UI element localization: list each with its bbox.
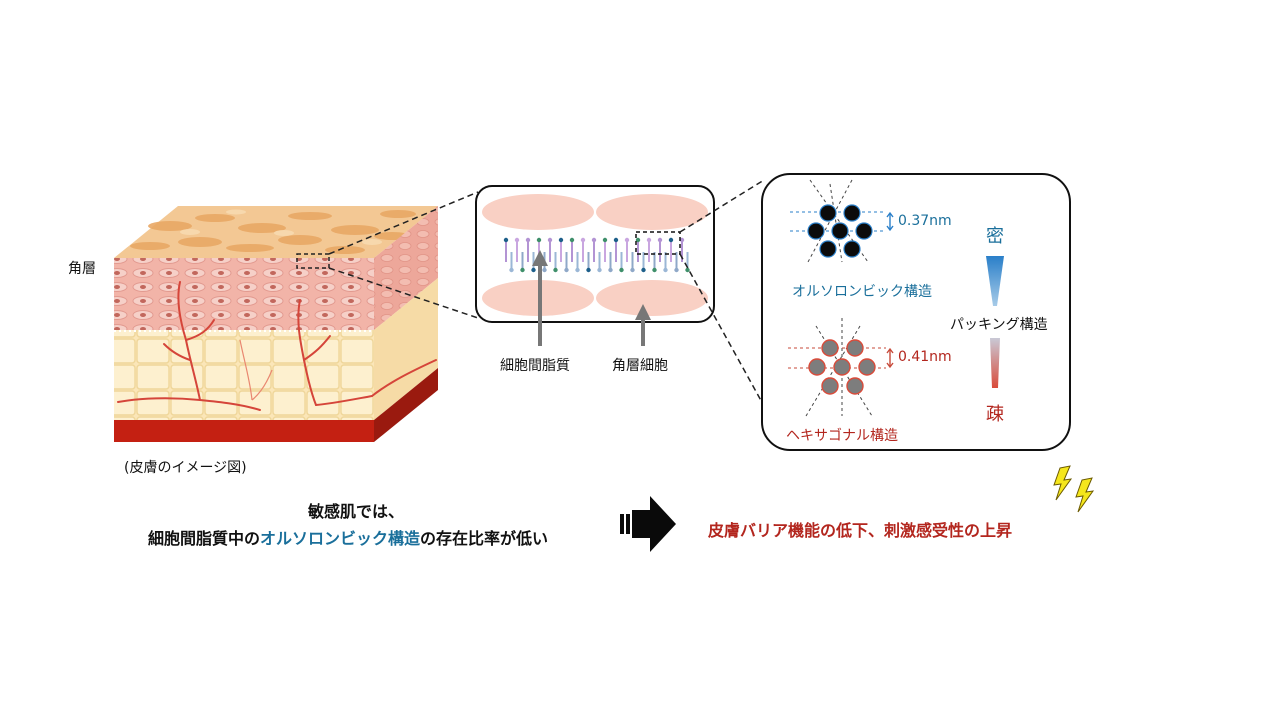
packing-structure-label: パッキング構造 — [950, 317, 1048, 333]
lipid-head — [553, 267, 558, 273]
orthorhombic-distance: 0.37nm — [898, 213, 952, 229]
zoom-box-small — [296, 253, 330, 269]
lipid-head — [536, 237, 542, 243]
dense-label: 密 — [986, 226, 1004, 247]
conclusion-line2-post: の存在比率が低い — [420, 529, 549, 548]
lipid-head — [503, 237, 509, 243]
conclusion-line1: 敏感肌では、 — [308, 502, 405, 521]
lipid-head — [564, 267, 569, 273]
lipid-head — [641, 267, 646, 273]
stratum-corneum-surface — [114, 206, 438, 258]
result-arrow — [620, 496, 676, 552]
blood-vessels — [117, 281, 437, 411]
orthorhombic-structure — [790, 179, 894, 263]
epidermis-front — [114, 258, 374, 330]
lipid-head — [520, 267, 525, 273]
zoom-box-lipid — [635, 231, 681, 255]
lipid-head — [514, 237, 520, 243]
lipid-head — [679, 237, 685, 243]
lipid-head — [635, 237, 641, 243]
lipid-head — [657, 237, 663, 243]
lipid-head — [509, 267, 514, 273]
lipid-head — [558, 237, 564, 243]
lipid-head — [619, 267, 624, 273]
hexagonal-structure — [788, 318, 894, 417]
lipid-head — [652, 267, 657, 273]
lipid-head — [602, 237, 608, 243]
lipid-head — [663, 267, 668, 273]
sparse-label: 疎 — [986, 404, 1004, 425]
lipid-head — [575, 267, 580, 273]
lipid-head — [591, 237, 597, 243]
hexagonal-distance: 0.41nm — [898, 349, 952, 365]
lipid-bilayer — [503, 237, 690, 273]
lipid-head — [569, 237, 575, 243]
lightning-icon — [1053, 465, 1095, 513]
conclusion-line2: 細胞間脂質中のオルソロンビック構造の存在比率が低い — [148, 525, 548, 549]
lipid-head — [542, 267, 547, 273]
pointer-arrows — [532, 250, 651, 346]
lipid-head — [613, 237, 619, 243]
dense-gradient-bar — [986, 256, 1004, 306]
orthorhombic-label: オルソロンビック構造 — [792, 284, 932, 300]
lipid-head — [531, 267, 536, 273]
lipid-head — [547, 237, 553, 243]
dermis-front — [114, 330, 374, 420]
lipid-head — [646, 237, 652, 243]
subcutis-front — [114, 420, 374, 442]
lipid-head — [525, 237, 531, 243]
conclusion-line2-pre: 細胞間脂質中の — [148, 529, 261, 548]
lipid-head — [674, 267, 679, 273]
subcutis-side — [374, 368, 438, 442]
lipid-head — [597, 267, 602, 273]
intercellular-lipid-label: 細胞間脂質 — [500, 358, 570, 374]
skin-caption: (皮膚のイメージ図) — [124, 460, 247, 476]
lipid-head — [668, 237, 674, 243]
lipid-head — [580, 237, 586, 243]
orthorhombic-highlight: オルソロンビック構造 — [260, 529, 421, 548]
lipid-head — [586, 267, 591, 273]
hexagonal-label: ヘキサゴナル構造 — [786, 428, 898, 444]
lipid-head — [685, 267, 690, 273]
result-text: 皮膚バリア機能の低下、刺激感受性の上昇 — [708, 521, 1013, 540]
lipid-head — [624, 237, 630, 243]
lipid-head — [630, 267, 635, 273]
lipid-head — [608, 267, 613, 273]
sparse-gradient-bar — [990, 338, 1000, 388]
corneocyte-label: 角層細胞 — [612, 358, 668, 374]
corneocyte-cells — [482, 194, 708, 316]
horny-layer-label: 角層 — [68, 261, 96, 277]
